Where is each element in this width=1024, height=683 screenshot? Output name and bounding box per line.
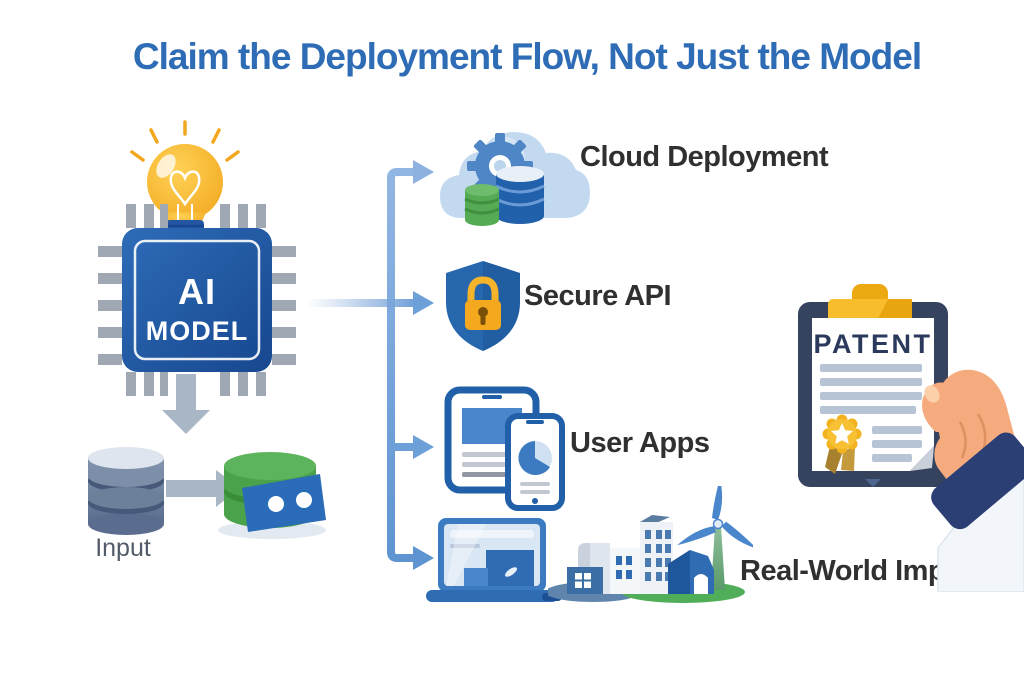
- chip-label-line2: MODEL: [146, 316, 249, 346]
- branch-label-user-apps: User Apps: [570, 427, 710, 459]
- input-label: Input: [95, 534, 151, 562]
- cloud-green-database: [464, 184, 500, 226]
- cloud-blue-database: [495, 166, 545, 224]
- chip-label-line1: AI: [178, 271, 216, 312]
- patent-clipboard-icon: PATENT: [798, 284, 1024, 592]
- hand-icon: [922, 369, 1024, 592]
- down-arrow-icon: [162, 374, 210, 434]
- phone-icon: [505, 413, 565, 511]
- branch-label-secure-api: Secure API: [524, 280, 672, 312]
- lightbulb-rays-icon: [130, 120, 240, 162]
- patent-text-lines: [820, 364, 922, 462]
- chip-pins: [98, 204, 296, 396]
- cloud-deployment-icon: [440, 132, 590, 226]
- laptop-icon: [426, 518, 562, 602]
- secure-api-icon: [446, 261, 520, 351]
- sleeve-cuff: [931, 432, 1024, 530]
- city-impact-icon: [548, 486, 753, 603]
- wind-turbine-icon: [677, 486, 753, 590]
- branch-label-cloud-deployment: Cloud Deployment: [580, 141, 829, 173]
- lightbulb-icon: [147, 144, 223, 240]
- user-apps-icon: [444, 386, 565, 511]
- output-database-icon: [218, 452, 326, 539]
- ai-model-chip: AI MODEL: [122, 228, 272, 372]
- ai-model-flow-group: AI MODEL: [88, 120, 326, 539]
- patent-title: PATENT: [814, 329, 933, 359]
- input-database-icon: [88, 447, 164, 535]
- award-seal-icon: [822, 414, 862, 474]
- page-title: Claim the Deployment Flow, Not Just the …: [132, 36, 922, 77]
